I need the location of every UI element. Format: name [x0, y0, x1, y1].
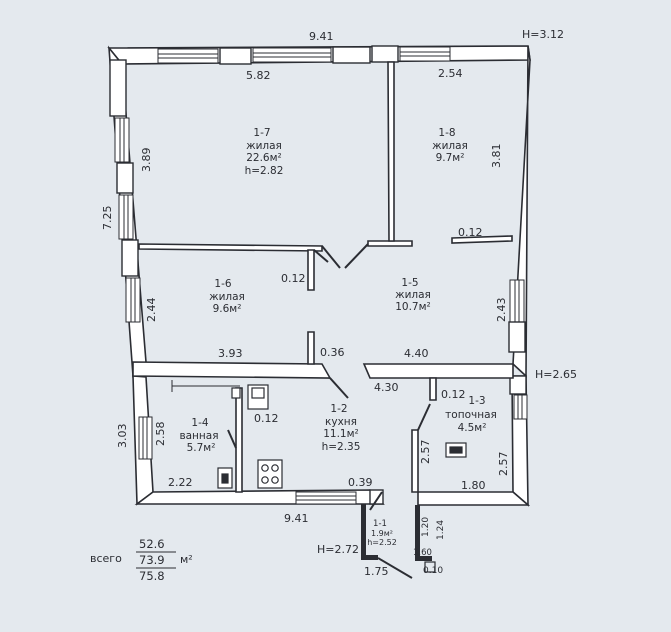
room-number: 1-5 — [401, 277, 418, 289]
dim-left-lower: 3.03 — [116, 424, 129, 449]
dim-porch-175: 1.75 — [364, 565, 389, 578]
room-area: 4.5м² — [458, 422, 487, 434]
dim-r13-right: 2.57 — [497, 452, 510, 477]
room-1-8: 1-8 жилая 9.7м² — [432, 127, 468, 164]
dim-left-outer: 7.25 — [101, 206, 114, 231]
dim-r16-bottom: 3.93 — [218, 347, 243, 360]
partitions — [132, 61, 514, 493]
total-value: 73.9 — [139, 553, 165, 567]
outer-walls — [107, 45, 531, 507]
room-area: 11.1м² — [323, 428, 359, 440]
dim-porch-wall: 0.39 — [348, 476, 373, 489]
stove-icon — [257, 459, 283, 489]
dim-r13-bottom: 1.80 — [461, 479, 486, 492]
dim-r17-left: 3.89 — [140, 148, 153, 173]
dim-top-total: 9.41 — [309, 30, 334, 43]
room-area: 10.7м² — [395, 301, 431, 313]
room-name: жилая — [432, 140, 468, 152]
dim-porch-124: 1.24 — [436, 520, 446, 540]
room-area: 9.6м² — [213, 303, 242, 315]
dim-r13-recess: 0.12 — [441, 388, 466, 401]
room-1-6: 1-6 жилая 9.6м² — [209, 278, 245, 315]
porch — [361, 491, 436, 579]
room-height: h=2.35 — [322, 441, 361, 453]
room-area: 1.9м² — [371, 529, 393, 538]
room-area: 9.7м² — [436, 152, 465, 164]
room-1-2: 1-2 кухня 11.1м² h=2.35 — [322, 403, 361, 453]
room-name: кухня — [325, 416, 357, 428]
dim-r15-right: 2.43 — [495, 298, 508, 323]
room-1-4: 1-4 ванная 5.7м² — [179, 417, 218, 454]
room-name: жилая — [395, 289, 431, 301]
height-porch: H=2.72 — [317, 543, 359, 556]
dim-porch-160: 1.60 — [413, 548, 432, 558]
room-name: жилая — [209, 291, 245, 303]
dim-r13-left: 2.57 — [419, 440, 432, 465]
dim-kitchen-top: 4.30 — [374, 381, 399, 394]
room-1-1: 1-1 1.9м² h=2.52 — [367, 519, 397, 547]
room-height: h=2.52 — [367, 538, 397, 547]
dim-bottom-total: 9.41 — [284, 512, 309, 525]
total-value: 75.8 — [139, 569, 165, 583]
room-height: h=2.82 — [245, 165, 284, 177]
room-number: 1-4 — [191, 417, 208, 429]
dim-r14-left: 2.58 — [154, 422, 167, 447]
dim-r16-left: 2.44 — [145, 298, 158, 323]
dim-r16-recess: 0.12 — [281, 272, 306, 285]
room-name: жилая — [246, 140, 282, 152]
height-main: H=3.12 — [522, 28, 564, 41]
wall-piers — [109, 45, 527, 505]
dim-r18-top: 2.54 — [438, 67, 463, 80]
tap-icon — [231, 387, 241, 399]
dim-r14-bottom: 2.22 — [168, 476, 193, 489]
room-area: 5.7м² — [187, 442, 216, 454]
room-name: топочная — [445, 409, 497, 421]
room-area: 22.6м² — [246, 152, 282, 164]
dim-r18-right: 3.81 — [490, 144, 503, 169]
room-1-5: 1-5 жилая 10.7м² — [395, 277, 431, 313]
room-number: 1-7 — [253, 127, 270, 139]
room-number: 1-8 — [438, 127, 455, 139]
dim-r17-top: 5.82 — [246, 69, 271, 82]
room-name: ванная — [179, 430, 218, 442]
room-labels: 1-7 жилая 22.6м² h=2.82 1-8 жилая 9.7м² … — [179, 127, 496, 547]
dim-r18-recess: 0.12 — [458, 226, 483, 239]
room-number: 1-3 — [468, 395, 485, 407]
room-number: 1-6 — [214, 278, 231, 290]
dimensions: 9.41 H=3.12 5.82 2.54 3.89 7.25 3.81 0.1… — [101, 28, 577, 578]
height-annex: H=2.65 — [535, 368, 577, 381]
dim-bath-recess: 0.12 — [254, 412, 279, 425]
dim-porch-010: 0.10 — [423, 566, 443, 576]
dim-r15-bottom: 4.40 — [404, 347, 429, 360]
total-value: 52.6 — [139, 537, 165, 551]
room-1-3: 1-3 топочная 4.5м² — [445, 395, 497, 434]
room-number: 1-1 — [373, 519, 387, 529]
totals-label: всего — [90, 552, 122, 565]
fixtures — [171, 380, 467, 489]
dim-porch-120: 1.20 — [421, 517, 431, 537]
dim-partition-036: 0.36 — [320, 346, 345, 359]
room-1-7: 1-7 жилая 22.6м² h=2.82 — [245, 127, 284, 177]
totals-unit: м² — [180, 553, 193, 566]
room-number: 1-2 — [330, 403, 347, 415]
windows — [114, 46, 528, 505]
totals: всего 52.6 73.9 75.8 м² — [90, 537, 193, 583]
